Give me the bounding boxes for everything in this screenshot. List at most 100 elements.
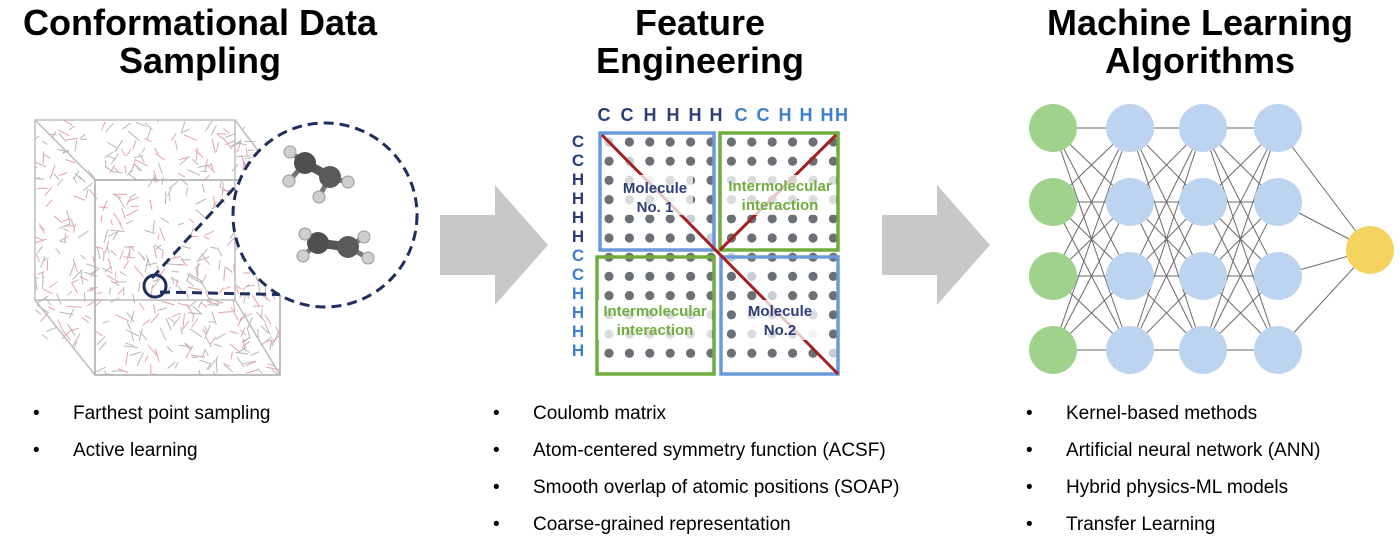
molecule-fragment <box>270 340 271 351</box>
molecule-fragment <box>30 167 37 175</box>
col-label: H <box>779 105 792 125</box>
bullet-coulomb-matrix: Coulomb matrix <box>493 402 993 439</box>
molecule-fragment <box>178 264 188 265</box>
molecule-fragment <box>175 141 177 151</box>
molecule-fragment <box>89 189 97 199</box>
row-label: H <box>572 170 584 189</box>
sampling-title: Conformational Data Sampling <box>0 4 400 80</box>
row-label: H <box>572 341 584 360</box>
molecule-fragment <box>48 307 55 310</box>
molecule-fragment <box>162 252 163 258</box>
molecule-fragment <box>86 264 98 268</box>
bullet-active-learning: Active learning <box>33 439 373 476</box>
molecule-fragment <box>223 129 229 134</box>
molecule-fragment <box>243 118 250 130</box>
molecule-fragment <box>190 329 202 337</box>
matrix-dot <box>727 291 736 300</box>
arrow-right-1 <box>440 185 550 305</box>
matrix-dot <box>747 233 756 242</box>
matrix-dot <box>604 195 613 204</box>
molecule-fragment <box>113 282 126 283</box>
simulation-box-figure <box>0 95 440 385</box>
molecule-fragment <box>33 355 35 363</box>
molecule-fragment <box>144 138 151 142</box>
molecule-fragment <box>202 184 204 193</box>
matrix-dot <box>747 157 756 166</box>
row-label: H <box>572 322 584 341</box>
molecule-fragment <box>220 180 222 188</box>
molecule-fragment <box>134 266 144 277</box>
matrix-dot <box>727 349 736 358</box>
matrix-dot <box>604 176 613 185</box>
molecule-fragment <box>71 280 78 283</box>
molecule-fragment <box>201 303 207 307</box>
molecule-fragment <box>237 143 246 145</box>
hidden-node <box>1254 104 1302 152</box>
col-label: H <box>667 105 680 125</box>
molecule-fragment <box>72 334 80 347</box>
ml-title-line2: Algorithms <box>1000 42 1400 80</box>
row-label: H <box>572 227 584 246</box>
ml-title: Machine Learning Algorithms <box>1000 4 1400 80</box>
molecule-fragment <box>123 257 134 258</box>
molecule-fragment <box>155 348 159 362</box>
molecule-fragment <box>230 344 240 353</box>
molecule-fragment <box>129 194 135 197</box>
molecule-fragment <box>80 255 85 259</box>
molecule-fragment <box>171 278 179 282</box>
input-node <box>1029 178 1077 226</box>
hidden-node <box>1254 326 1302 374</box>
molecule-fragment <box>211 125 216 135</box>
molecule-fragment <box>63 229 68 232</box>
molecule-fragment <box>150 200 152 210</box>
molecule-fragment <box>242 348 250 353</box>
molecule-fragment <box>257 312 266 323</box>
sampling-title-line2: Sampling <box>0 42 400 80</box>
molecule-fragment <box>139 282 140 291</box>
row-label: C <box>572 132 584 151</box>
matrix-dot <box>808 137 817 146</box>
matrix-dot <box>727 157 736 166</box>
molecule-fragment <box>201 281 209 293</box>
molecule-fragment <box>124 261 129 269</box>
molecule-fragment <box>42 141 47 145</box>
molecule-fragment <box>203 275 206 282</box>
network-nodes <box>1029 104 1394 374</box>
molecule-fragment <box>188 287 202 290</box>
molecule-fragment <box>86 189 88 198</box>
matrix-dot <box>747 272 756 281</box>
molecule-fragment <box>126 352 128 365</box>
molecule-fragment <box>42 334 48 339</box>
molecule-fragment <box>169 182 178 189</box>
matrix-dot <box>768 157 777 166</box>
molecule-fragment <box>187 293 189 299</box>
molecule-fragment <box>36 237 43 240</box>
molecule-fragment <box>124 346 138 348</box>
arrow-right-2 <box>882 185 992 305</box>
molecule-fragment <box>120 250 124 259</box>
molecule-fragment <box>215 334 225 340</box>
matrix-dot <box>625 349 634 358</box>
molecule-fragment <box>101 122 105 131</box>
hidden-node <box>1106 252 1154 300</box>
molecule-fragment <box>153 281 159 288</box>
molecule-fragment <box>189 218 193 223</box>
molecule-fragment <box>75 140 77 152</box>
molecule-fragment <box>126 210 138 216</box>
molecule-fragment <box>70 262 75 276</box>
matrix-dot <box>727 310 736 319</box>
molecule-fragment <box>63 120 72 125</box>
molecule-fragment <box>188 313 201 314</box>
molecule-fragment <box>246 369 258 373</box>
molecule-fragment <box>192 314 194 322</box>
molecule-fragment <box>244 141 255 142</box>
feature-title: Feature Engineering <box>500 4 900 80</box>
molecule-fragment <box>36 354 39 366</box>
molecule-fragment <box>147 128 151 139</box>
molecule-fragment <box>260 117 267 121</box>
molecule-fragment <box>66 138 78 140</box>
matrix-dot <box>788 233 797 242</box>
molecule-fragment <box>181 258 185 264</box>
molecule-fragment <box>179 345 192 347</box>
molecule-fragment <box>154 148 158 154</box>
